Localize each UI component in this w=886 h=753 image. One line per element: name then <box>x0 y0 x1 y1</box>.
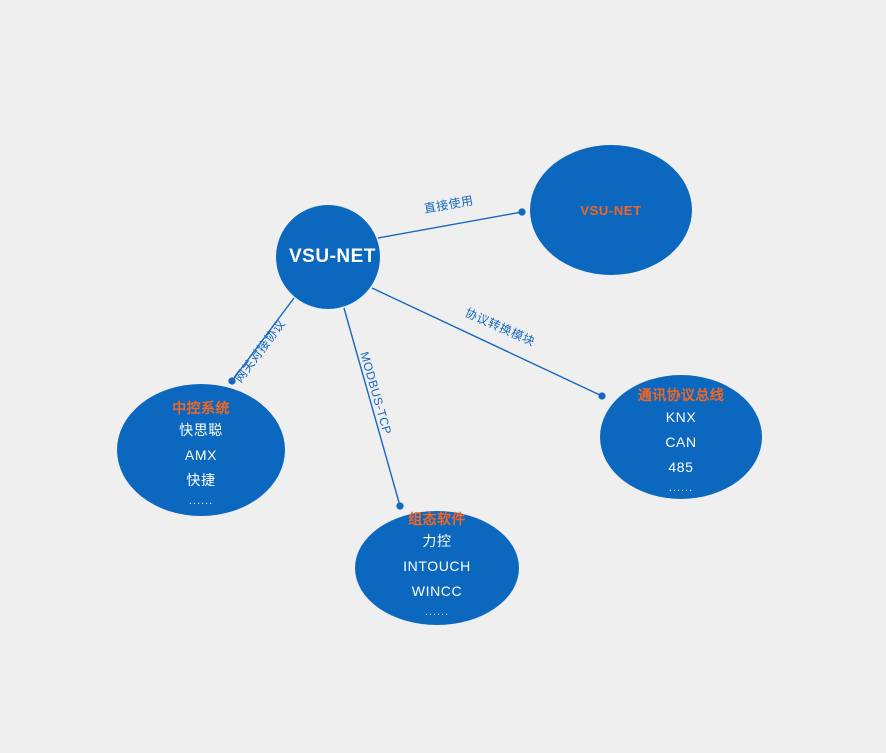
node-right-shape[interactable] <box>600 375 762 499</box>
edge-center-to-bottom <box>343 307 404 510</box>
edge-center-to-right <box>371 287 606 400</box>
node-left-shape[interactable] <box>117 384 285 516</box>
node-top-right-shape[interactable] <box>530 145 692 275</box>
edge-center-to-left <box>228 297 295 385</box>
node-center-shape[interactable] <box>276 205 380 309</box>
edge-center-to-top-right <box>377 208 526 239</box>
node-bottom-shape[interactable] <box>355 511 519 625</box>
